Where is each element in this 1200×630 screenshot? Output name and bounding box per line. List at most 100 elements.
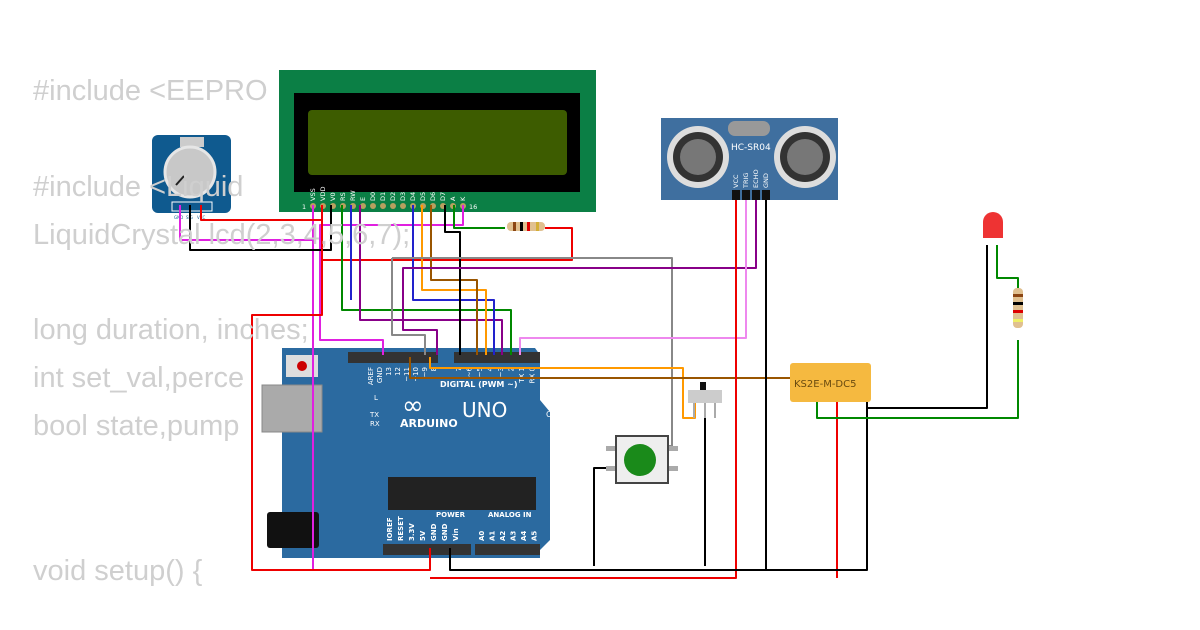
pushbutton[interactable] bbox=[606, 435, 678, 484]
arduino-pin-label: AREF bbox=[367, 367, 375, 385]
infinity-logo: ∞ bbox=[402, 391, 424, 421]
arduino-pin-label: 13 bbox=[385, 367, 393, 376]
arduino-pin-label: ~9 bbox=[421, 367, 429, 377]
led-resistor bbox=[1013, 288, 1023, 328]
lcd-pin-label: D2 bbox=[389, 192, 397, 201]
relay[interactable]: KS2E-M-DC5 bbox=[790, 363, 871, 402]
slide-switch[interactable] bbox=[688, 382, 722, 418]
red-led[interactable] bbox=[983, 212, 1003, 238]
pin-16-label: 16 bbox=[469, 203, 477, 211]
lcd-pin[interactable] bbox=[360, 203, 366, 209]
on-label: ON bbox=[546, 410, 558, 419]
arduino-pin-label: 5V bbox=[419, 530, 427, 541]
lcd-pin-label: RW bbox=[349, 190, 357, 201]
arduino-pin-label: A4 bbox=[520, 531, 528, 541]
arduino-pin-label: IOREF bbox=[386, 517, 394, 541]
lcd-pin-label: D0 bbox=[369, 192, 377, 201]
lcd-pin[interactable] bbox=[370, 203, 376, 209]
relay-label: KS2E-M-DC5 bbox=[794, 379, 856, 390]
arduino-pin-label: 3.3V bbox=[408, 523, 416, 541]
arduino-pin-label: 7 bbox=[455, 367, 463, 371]
code-line: long duration, inches; bbox=[33, 314, 309, 346]
lcd-pin-label: RS bbox=[339, 192, 347, 201]
sensor-pin-label: TRIG bbox=[742, 173, 750, 189]
arduino-pin-label: 12 bbox=[394, 367, 402, 376]
arduino-pin-label: ~11 bbox=[403, 367, 411, 382]
button-cap[interactable] bbox=[624, 444, 656, 476]
lcd-pin-label: E bbox=[359, 197, 367, 201]
arduino-pin-label: 8 bbox=[430, 367, 438, 371]
lcd-pin-label: VDD bbox=[319, 187, 327, 201]
lcd-pin-label: VSS bbox=[309, 188, 317, 201]
arduino-pin-label: ~5 bbox=[476, 367, 484, 377]
arduino-pin-label: A3 bbox=[510, 531, 518, 541]
arduino-pin-label: Vin bbox=[452, 528, 460, 541]
arduino-pin-label: ~6 bbox=[466, 366, 474, 377]
uno-label: UNO bbox=[462, 398, 507, 422]
arduino-pin-label: ~10 bbox=[412, 367, 420, 382]
lcd-pin[interactable] bbox=[400, 203, 406, 209]
sensor-pin-label: VCC bbox=[732, 174, 740, 188]
arduino-pin-label: ~3 bbox=[497, 367, 505, 377]
arduino-pin-label: A1 bbox=[489, 531, 497, 541]
lcd-pin[interactable] bbox=[380, 203, 386, 209]
pot-pin-label: GND bbox=[174, 215, 183, 220]
arduino-pin-label: GND bbox=[441, 523, 449, 541]
arduino-pin-label: RESET bbox=[397, 516, 405, 541]
pin-1-label: 1 bbox=[302, 203, 306, 211]
code-line: #include <Liquid bbox=[33, 171, 243, 203]
header-top-right bbox=[454, 352, 540, 363]
lcd-pin-label: K bbox=[459, 196, 467, 201]
sensor-pin[interactable] bbox=[762, 190, 770, 200]
header-power bbox=[383, 544, 471, 555]
power-jack bbox=[267, 512, 319, 548]
tx-label: TX bbox=[369, 411, 379, 419]
lcd-pin-label: D5 bbox=[419, 192, 427, 201]
lcd-pin-label: V0 bbox=[329, 192, 337, 201]
arduino-pin-label: 2 bbox=[508, 367, 516, 371]
header-analog bbox=[475, 544, 540, 555]
code-line: void setup() { bbox=[33, 555, 203, 587]
arduino-pin-label: RX 0 bbox=[529, 367, 537, 383]
sensor-pin[interactable] bbox=[732, 190, 740, 200]
arduino-pin-label: A2 bbox=[499, 531, 507, 541]
code-line: bool state,pump bbox=[33, 410, 239, 442]
lcd-resistor bbox=[507, 222, 545, 231]
lcd-screen bbox=[308, 110, 567, 175]
arduino-pin-label: A0 bbox=[478, 531, 486, 541]
arduino-pin-label: GND bbox=[430, 523, 438, 541]
digital-label: DIGITAL (PWM ~) bbox=[440, 380, 518, 389]
lcd-pin-label: D4 bbox=[409, 192, 417, 201]
lcd-pin-label: A bbox=[449, 196, 457, 201]
atmega-chip bbox=[388, 477, 536, 510]
lcd-pin-label: D7 bbox=[439, 192, 447, 201]
lcd-pin[interactable] bbox=[390, 203, 396, 209]
code-line: #include <EEPRO bbox=[33, 75, 268, 107]
lcd-pin-label: D1 bbox=[379, 192, 387, 201]
analog-label: ANALOG IN bbox=[488, 511, 532, 519]
arduino-pin-label: TX 1 bbox=[518, 367, 526, 384]
arduino-pin-label: A5 bbox=[531, 531, 539, 541]
sensor-pin[interactable] bbox=[752, 190, 760, 200]
sensor-pin-label: ECHO bbox=[752, 169, 760, 188]
code-line: LiquidCrystal lcd(2,3,4,5,6,7); bbox=[33, 219, 410, 251]
code-background: #include <EEPRO #include <Liquid LiquidC… bbox=[33, 75, 410, 587]
sensor-pin[interactable] bbox=[742, 190, 750, 200]
sensor-pin-label: GND bbox=[762, 173, 770, 188]
l-label: L bbox=[374, 394, 378, 402]
arduino-uno[interactable]: DIGITAL (PWM ~) ARDUINO UNO ON L TX RX P… bbox=[261, 348, 558, 558]
switch-handle[interactable] bbox=[700, 382, 706, 390]
header-top-left bbox=[348, 352, 438, 363]
power-label: POWER bbox=[436, 511, 466, 519]
sensor-label: HC-SR04 bbox=[731, 143, 771, 153]
code-line: int set_val,perce bbox=[33, 362, 244, 394]
arduino-pin-label: GND bbox=[376, 367, 384, 383]
lcd-pin-label: D3 bbox=[399, 192, 407, 201]
arduino-brand: ARDUINO bbox=[400, 417, 458, 430]
lcd-pin-label: D6 bbox=[429, 192, 437, 201]
potentiometer[interactable]: GND SIG VCC bbox=[152, 135, 231, 220]
rx-label: RX bbox=[370, 420, 380, 428]
